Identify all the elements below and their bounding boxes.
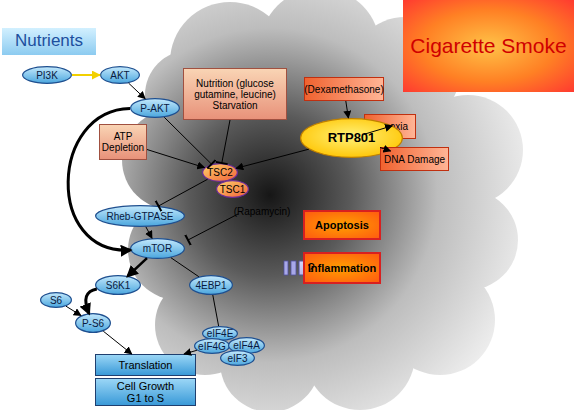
arrow-connector [213,295,219,326]
protein-ellipse: S6K1 [95,275,141,295]
title-box: Cigarette Smoke [403,0,574,92]
stress-box: (Dexamethasone) [304,77,384,101]
arrow-connector [129,83,146,99]
node-text: eIF4A [233,340,260,351]
output-box: Cell Growth G1 to S [95,378,196,406]
arrow-connector [86,289,97,313]
condition-box: ATP Depletion [99,124,147,160]
protein-ellipse: AKT [100,66,140,84]
node-text: eIF4E [207,328,234,339]
protein-ellipse: P-S6 [75,313,111,333]
node-text: PI3K [36,70,58,81]
node-text: ATP Depletion [100,131,146,153]
outcome-box: Inflammation [303,252,381,284]
protein-ellipse: PI3K [22,66,72,84]
node-text: eIF4G [198,341,226,352]
arrow-connector [128,258,147,276]
protein-ellipse: mTOR [130,238,185,259]
protein-ellipse: Rheb-GTPASE [95,205,185,227]
arrow-connector [236,149,309,168]
arrow-connector [147,150,205,168]
arrow-connector [380,148,391,152]
complex-ellipse: TSC1 [216,180,249,198]
node-text: Cell Growth G1 to S [114,380,177,404]
node-text: TSC2 [207,167,233,178]
node-text: 4EBP1 [195,280,226,291]
arrow-connector [171,258,199,277]
protein-ellipse: S6 [40,292,72,308]
inhibition-connector [164,117,211,164]
arrow-connector [103,331,132,354]
protein-ellipse: eIF3 [220,350,255,366]
protein-ellipse: eIF4G [194,338,230,354]
node-text: Nutrition (glucose gutamine, leucine) St… [190,78,280,111]
protein-ellipse: 4EBP1 [189,275,233,295]
node-text: P-AKT [140,103,169,114]
inhibition-line [188,214,238,240]
node-text: DNA Damage [384,154,445,165]
arrow-connector [68,109,130,251]
inhibition-connector [222,120,230,163]
arrow-connector [184,350,197,354]
node-text: AKT [110,70,129,81]
node-text: S6 [50,295,62,306]
node-text: Translation [118,359,172,371]
node-text: P-S6 [82,318,104,329]
arrow-connector [146,227,152,238]
node-text: (Dexamethasone) [304,84,383,95]
note-text: (Rapamycin) [232,203,292,219]
arrow-connector [72,74,100,76]
node-text: S6K1 [106,280,130,291]
protein-ellipse: P-AKT [130,98,180,118]
node-text: Inflammation [308,262,376,274]
complex-ellipse: TSC2 [202,163,238,182]
inhibition-connector [159,179,208,206]
node-text: mTOR [143,243,172,254]
arrow-connector [364,126,392,135]
node-text: RTP801 [328,131,376,145]
stress-box: DNA Damage [380,147,449,171]
condition-box: Nutrition (glucose gutamine, leucine) St… [183,68,287,120]
title-box: Nutrients [2,28,96,55]
outcome-box: Apoptosis [303,210,381,240]
node-text: TSC1 [220,184,246,195]
node-text: Nutrients [15,32,83,51]
node-text: eIF3 [227,353,247,364]
node-text: Rheb-GTPASE [106,211,173,222]
arrow-connector [346,101,349,118]
question-mark: ? [304,259,318,275]
node-text: Cigarette Smoke [410,34,566,57]
output-box: Translation [95,354,196,376]
arrow-connector [66,306,81,315]
node-text: Apoptosis [315,219,369,231]
